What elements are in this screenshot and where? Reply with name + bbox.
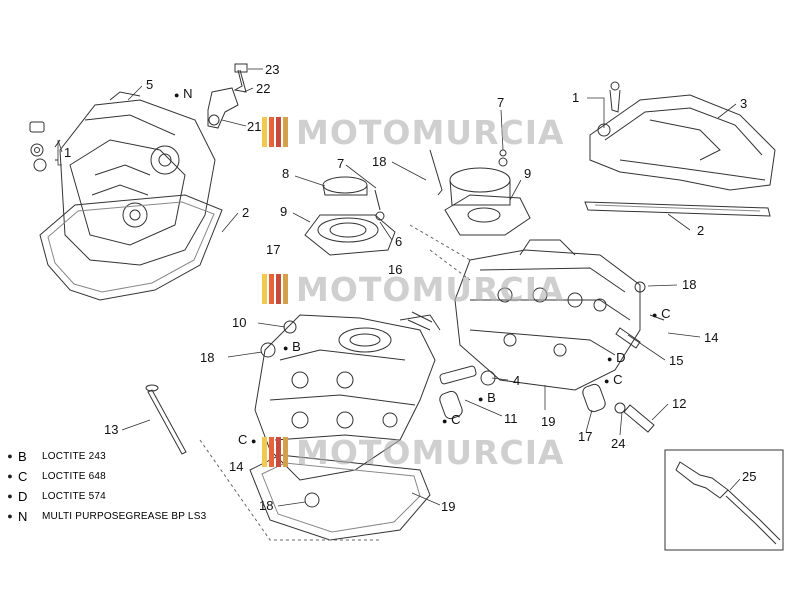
watermark-bars [262,437,288,467]
callout-c-letter: C [238,432,248,447]
legend-code: C [18,468,28,484]
left-valve-cover [59,91,216,266]
callout-8: 8 [282,166,290,181]
callout-18-top: 18 [372,154,387,169]
callout-2-left: 2 [242,205,250,220]
legend-text: LOCTITE 648 [42,470,106,482]
callout-c-right: ● C [652,307,670,320]
callout-9-right: 9 [524,166,532,181]
drop-icon: ● [7,471,13,481]
right-valve-cover-gasket [584,201,771,217]
loctite-drop-icon: ● [604,376,610,386]
callout-9-left: 9 [280,204,288,219]
callout-12: 12 [672,396,687,411]
callout-d-letter: D [616,350,626,365]
callout-5: 5 [146,77,154,92]
callout-14-right: 14 [704,330,719,345]
callout-c-lower-right: ● C [604,373,622,386]
legend-row: ● B LOCTITE 243 [6,446,206,466]
head-gasket [249,454,431,541]
legend-code: D [18,488,28,504]
callout-10: 10 [232,315,247,330]
legend-text: LOCTITE 243 [42,450,106,462]
callout-2-right: 2 [697,223,705,238]
legend-row: ● C LOCTITE 648 [6,466,206,486]
callout-17-low: 17 [578,429,593,444]
intake-manifold-right [444,167,531,236]
callout-13: 13 [104,422,119,437]
rear-cylinder-head [254,314,441,481]
callout-19-mid: 19 [541,414,556,429]
callout-14-left: 14 [229,459,244,474]
callout-18-right: 18 [682,277,697,292]
watermark-text: MOTOMURCIA [296,270,565,309]
legend-code: B [18,448,27,464]
watermark-bars [262,117,288,147]
loctite-drop-icon: ● [478,394,484,404]
callout-3: 3 [740,96,748,111]
callout-21: 21 [247,119,262,134]
callout-d-right: ● D [607,351,625,364]
legend-code: N [18,508,28,524]
callout-22: 22 [256,81,271,96]
callout-16: 16 [388,262,403,277]
drop-icon: ● [7,511,13,521]
callout-4: 4 [513,373,521,388]
loctite-drop-icon: ● [607,354,613,364]
right-valve-cover [589,81,776,191]
callout-6: 6 [395,234,403,249]
long-bolt [145,384,187,455]
legend-text: MULTI PURPOSEGREASE BP LS3 [42,510,207,522]
callout-1-left: 1 [64,145,72,160]
loctite-drop-icon: ● [442,416,448,426]
grease-drop-icon: ● [174,90,180,100]
drop-icon: ● [7,491,13,501]
callout-7-top: 7 [497,95,505,110]
callout-c-letter: C [451,412,461,427]
callout-b-lower: ● B [478,391,496,404]
callout-7-mid: 7 [337,156,345,171]
callout-c-mid: ● C [442,413,460,426]
legend-row: ● N MULTI PURPOSEGREASE BP LS3 [6,506,206,526]
callout-b-letter: B [292,339,301,354]
callout-b-letter: B [487,390,496,405]
loctite-drop-icon: ● [251,436,257,446]
callout-1-right: 1 [572,90,580,105]
callout-19-bottom: 19 [441,499,456,514]
watermark-bars [262,274,288,304]
breather-fitting [207,63,248,129]
callout-23: 23 [265,62,280,77]
sensor-inset [664,449,784,551]
loctite-drop-icon: ● [283,343,289,353]
watermark-text: MOTOMURCIA [296,113,565,152]
callout-b-mid: ● B [283,340,301,353]
callout-n-top: ● N [174,87,192,100]
drop-icon: ● [7,451,13,461]
left-valve-cover-gasket [39,194,223,301]
callout-18-bottom: 18 [259,498,274,513]
intake-manifold-left [304,176,396,256]
callout-24: 24 [611,436,626,451]
callout-11: 11 [504,411,518,426]
callout-15: 15 [669,353,684,368]
callout-c-letter: C [613,372,623,387]
callout-25: 25 [742,469,757,484]
callout-17-top: 17 [266,242,281,257]
callout-18-left: 18 [200,350,215,365]
sealant-legend: ● B LOCTITE 243 ● C LOCTITE 648 ● D LOCT… [6,446,206,526]
legend-text: LOCTITE 574 [42,490,106,502]
callout-c-left: C ● [238,433,256,446]
callout-c-letter: C [661,306,671,321]
legend-row: ● D LOCTITE 574 [6,486,206,506]
loctite-drop-icon: ● [652,310,658,320]
callout-n-letter: N [183,86,193,101]
front-cylinder-head [454,239,641,391]
watermark-text: MOTOMURCIA [296,433,565,472]
left-screws [29,121,61,172]
